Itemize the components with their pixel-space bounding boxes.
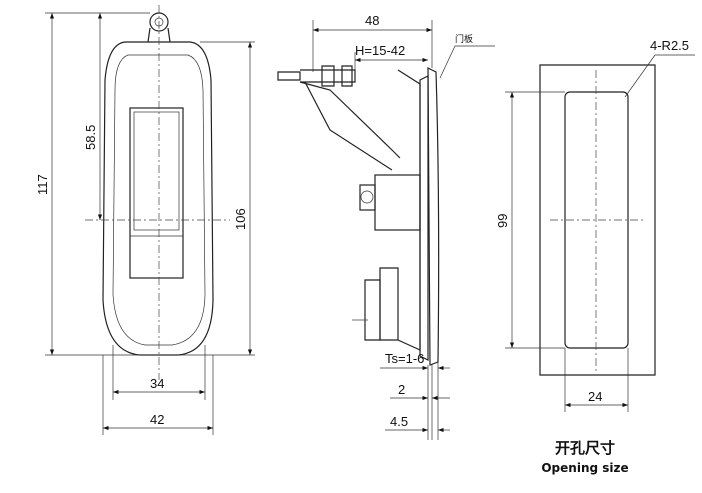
dim-panel-thickness: Ts=1-6 — [385, 351, 424, 366]
dim-4-5: 4.5 — [390, 414, 408, 429]
dim-24: 24 — [588, 389, 602, 404]
corner-radius: 4-R2.5 — [650, 38, 689, 53]
dim-58-5: 58.5 — [83, 125, 98, 150]
opening-title-en: Opening size — [541, 461, 629, 475]
dim-106: 106 — [233, 208, 248, 230]
cutout-view: 4-R2.5 99 24 — [495, 38, 695, 412]
dim-42: 42 — [150, 412, 164, 427]
dim-grip-range: H=15-42 — [355, 43, 405, 58]
dim-34: 34 — [150, 376, 164, 391]
opening-title-cn: 开孔尺寸 — [554, 439, 615, 457]
side-view: 48 H=15-42 门板 Ts=1-6 2 4.5 — [277, 13, 495, 440]
dim-99: 99 — [495, 214, 510, 228]
dim-2: 2 — [398, 382, 405, 397]
dim-117: 117 — [35, 174, 50, 195]
panel-label: 门板 — [455, 33, 473, 44]
dim-48: 48 — [365, 13, 379, 28]
front-view: 117 58.5 106 34 42 — [35, 5, 255, 435]
